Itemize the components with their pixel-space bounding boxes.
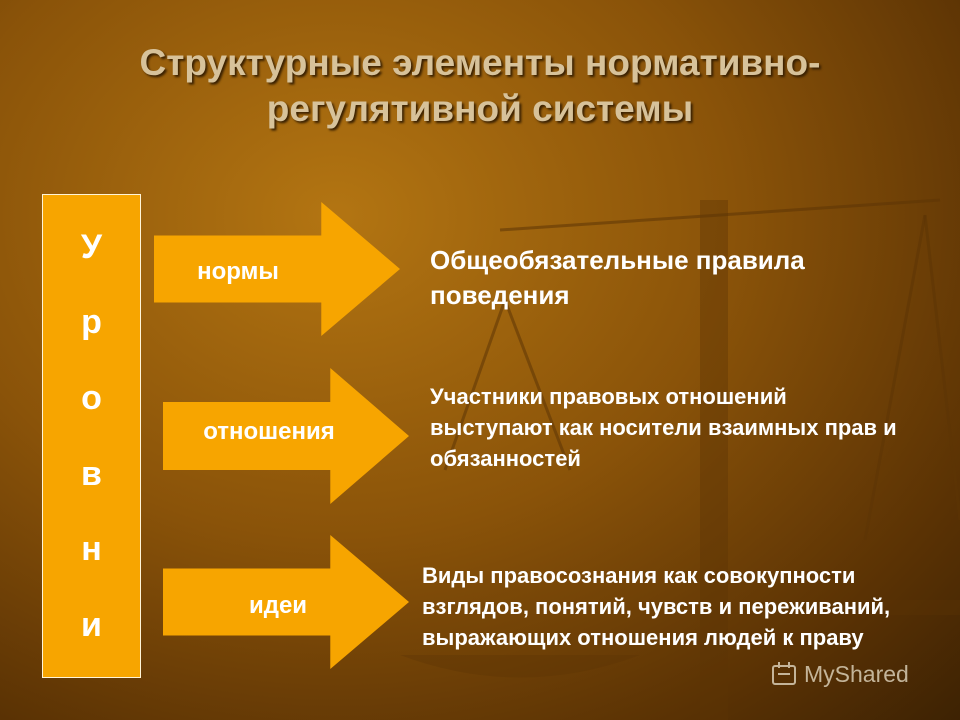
watermark: MyShared — [770, 660, 909, 688]
arrow-ideas-label: идеи — [248, 592, 308, 619]
ideas-description-text: Виды правосознания как совокупности взгл… — [422, 563, 891, 650]
norms-description: Общеобязательные правила поведения — [430, 243, 920, 313]
relations-description-text: Участники правовых отношений выступают к… — [430, 384, 897, 471]
watermark-text: MyShared — [804, 660, 909, 687]
levels-letter: о — [81, 379, 102, 418]
levels-letter: в — [81, 454, 102, 493]
relations-description: Участники правовых отношений выступают к… — [430, 381, 900, 474]
norms-description-text: Общеобязательные правила поведения — [430, 245, 805, 310]
levels-letter: н — [81, 530, 102, 569]
arrow-norms-label: нормы — [197, 258, 279, 285]
logo-icon — [772, 662, 796, 685]
levels-letter: и — [81, 606, 102, 645]
ideas-description: Виды правосознания как совокупности взгл… — [422, 560, 957, 653]
page-title: Структурные элементы нормативно-регуляти… — [139, 42, 821, 129]
arrow-relations-label: отношения — [203, 418, 335, 445]
levels-letter: У — [80, 227, 103, 266]
levels-vertical-box: У р о в н и — [42, 194, 141, 678]
levels-letter: р — [81, 303, 102, 342]
